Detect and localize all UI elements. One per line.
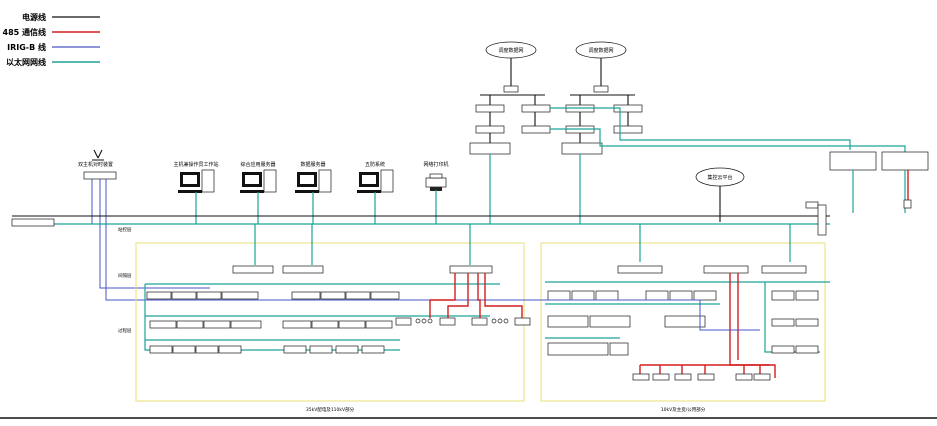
tower-icon-0 [201,169,215,193]
station-label-4: 网络打印机 [423,161,448,168]
tower-icon-2 [318,169,332,193]
left-row1-devices [146,291,400,300]
meter-icon [903,199,912,209]
station-label-2: 数据服务器 [300,161,325,168]
station-label-3: 五防系统 [365,161,385,168]
switch-left-1 [232,265,274,274]
switch-right-2 [703,265,749,274]
antenna-icon [92,149,104,161]
left-switch [11,218,55,227]
legend: 电源线 485 通信线 IRIG-B 线 以太网网线 [3,12,100,67]
row-label-process: 过程层 [118,327,132,334]
switch-right-1 [617,265,663,274]
network-security-device [829,151,877,171]
left-row2-devices [149,317,531,329]
left-row3-devices [149,345,385,354]
field-devices [632,373,771,381]
zone-right [540,242,826,402]
zone-caption-left: 35kV配电及110kV部分 [306,406,355,413]
dispatch-label-right: 调度数据网 [588,47,613,54]
station-label-1: 综合应用服务器 [240,161,275,168]
tower-icon-1 [263,169,277,193]
legend-label-ethernet: 以太网网线 [6,57,46,67]
dispatch-network-left: 调度数据网 [469,41,551,155]
legend-label-power: 电源线 [22,12,46,22]
station-label-0: 主机兼操作员工作站 [173,161,218,168]
dispatch-network-right: 调度数据网 [561,41,643,155]
power-quality-device [881,151,929,171]
gps-unit [83,171,117,180]
row-label-station: 站控层 [118,226,132,233]
row-label-bay: 间隔层 [118,272,132,279]
zone-caption-right: 10kV及主变/公用部分 [661,406,706,413]
right-devices [547,290,819,356]
dispatch-label-left: 调度数据网 [498,47,523,54]
switch-right-3 [761,265,807,274]
cloud-platform-label: 集控云平台 [707,174,732,181]
tower-icon-3 [380,169,394,193]
switch-left-2 [282,265,324,274]
switch-left-3 [449,265,493,274]
legend-label-485: 485 通信线 [3,27,46,37]
workstations: 主机兼操作员工作站 综合应用服务器 数据服务器 五防系统 网络打印机 [173,161,449,193]
legend-label-irig: IRIG-B 线 [7,42,46,52]
right-cabinet [817,204,827,236]
printer-icon [425,177,447,188]
gps-clock: 双主机对时装置 [78,149,117,180]
gps-label: 双主机对时装置 [78,161,113,168]
